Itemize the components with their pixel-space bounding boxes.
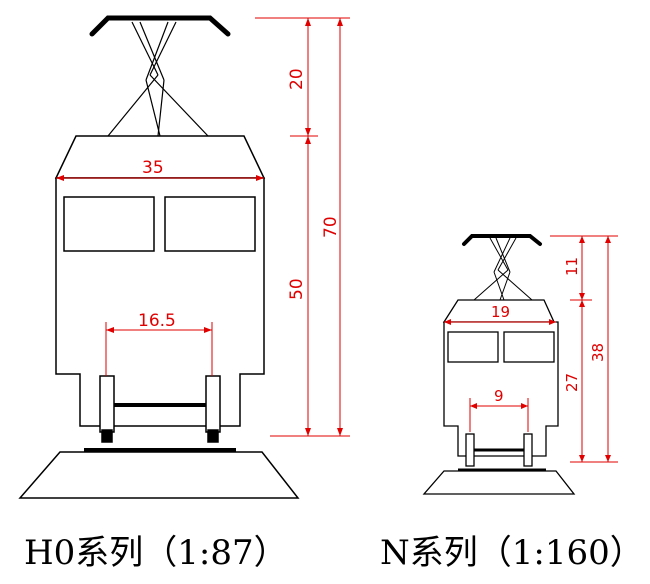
ho-hub-left: [101, 429, 113, 443]
ho-dimension-labels: 35 16.5 20 50 70: [138, 68, 341, 331]
ho-body-height-label: 50: [287, 278, 307, 300]
ho-pantograph-arms: [107, 21, 209, 137]
ho-caption: H0系列（1:87）: [24, 533, 288, 573]
ho-locomotive: [18, 15, 300, 499]
ho-pantograph-height-label: 20: [287, 68, 307, 90]
n-caption: N系列（1:160）: [380, 533, 644, 573]
ho-dimensions: [56, 17, 350, 437]
n-dimensions: [444, 235, 618, 463]
ho-window-right: [164, 196, 256, 252]
n-pantograph-arms: [473, 237, 533, 301]
ho-wheel-right: [205, 375, 221, 433]
ho-pantograph-bar: [89, 15, 231, 37]
n-pantograph-height-label: 11: [563, 257, 581, 276]
n-dimension-labels: 19 9 11 27 38: [491, 257, 607, 405]
n-total-height-label: 38: [589, 343, 607, 362]
ho-hub-right: [207, 429, 219, 443]
ho-ballast: [18, 451, 300, 499]
n-pantograph-bar: [462, 234, 542, 246]
n-ballast: [422, 470, 576, 495]
n-wheel-left: [465, 433, 475, 467]
n-window-left: [447, 331, 499, 363]
n-locomotive: [422, 234, 576, 495]
n-body-height-label: 27: [563, 373, 581, 392]
ho-total-height-label: 70: [321, 216, 341, 238]
n-wheel-right: [523, 433, 533, 467]
n-gauge-label: 9: [494, 387, 504, 405]
ho-window-left: [63, 196, 155, 252]
ho-width-label: 35: [142, 158, 164, 178]
n-width-label: 19: [491, 303, 510, 321]
n-window-right: [503, 331, 555, 363]
ho-wheel-left: [99, 375, 115, 433]
ho-gauge-label: 16.5: [138, 311, 176, 331]
